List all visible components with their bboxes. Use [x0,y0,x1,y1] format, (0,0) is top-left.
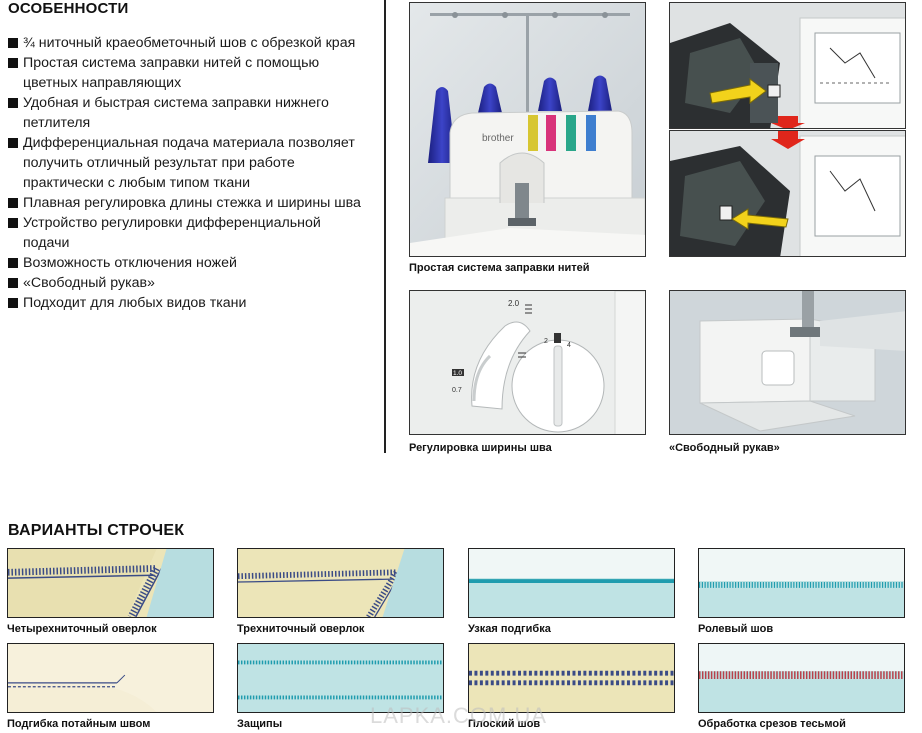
bullet-square-icon [8,198,18,208]
stitch-swatch-pintucks [237,643,444,713]
stitch-swatch-blind-hem [7,643,214,713]
stitch-caption: Плоский шов [468,718,541,730]
vertical-divider [384,0,386,453]
stitch-caption: Трехниточный оверлок [237,623,365,635]
threading-caption: Простая система заправки нитей [409,262,590,274]
width-caption: Регулировка ширины шва [409,442,552,454]
bullet-square-icon [8,298,18,308]
stitch-caption: Подгибка потайным швом [7,718,151,730]
stitch-swatch-narrow-hem [468,548,675,618]
bullet-square-icon [8,278,18,288]
stitch-caption: Защипы [237,718,283,730]
stitch-caption: Ролевый шов [698,623,774,635]
dial-label: 2 [544,338,548,345]
red-down-arrow-icon [771,131,805,149]
freearm-caption: «Свободный рукав» [669,442,780,454]
bullet-square-icon [8,258,18,268]
bullet-square-icon [8,98,18,108]
features-heading: ОСОБЕННОСТИ [8,0,129,17]
bullet-square-icon [8,58,18,68]
feature-item: Простая система заправки нитей с помощью… [8,53,368,93]
feature-item: Удобная и быстрая система заправки нижне… [8,93,368,133]
bullet-square-icon [8,138,18,148]
feature-item: Плавная регулировка длины стежка и ширин… [8,193,368,213]
stitch-swatch-tape-binding [698,643,905,713]
feature-item: Дифференциальная подача материала позвол… [8,133,368,193]
stitch-swatch-four-thread [7,548,214,618]
features-list: ¾ ниточный краеобметочный шов с обрезкой… [8,33,368,313]
stitch-swatch-rolled-hem [698,548,905,618]
stitches-heading: ВАРИАНТЫ СТРОЧЕК [8,522,185,539]
feature-item: ¾ ниточный краеобметочный шов с обрезкой… [8,33,368,53]
brand-label: brother [482,133,514,144]
threading-closeup-photo-top [669,2,906,129]
dial-label: 4 [567,342,571,349]
feature-item: Возможность отключения ножей [8,253,368,273]
red-down-arrow-icon [771,116,805,128]
overlock-machine-photo: brother [409,2,646,257]
stitch-caption: Узкая подгибка [468,623,551,635]
feature-item: «Свободный рукав» [8,273,368,293]
yellow-arrow-icon [731,208,789,230]
bullet-square-icon [8,38,18,48]
feature-item: Подходит для любых видов ткани [8,293,368,313]
stitch-swatch-flatlock [468,643,675,713]
dial-label: 1.0 [453,370,462,377]
stitch-caption: Обработка срезов тесьмой [698,718,846,730]
bullet-square-icon [8,218,18,228]
free-arm-photo [669,290,906,435]
dial-label: 2.0 [508,299,520,308]
stitch-swatch-three-thread [237,548,444,618]
stitch-caption: Четырехниточный оверлок [7,623,157,635]
feature-item: Устройство регулировки дифференциальной … [8,213,368,253]
yellow-arrow-icon [709,78,767,104]
width-dial-photo: 2.0 1.0 0.7 2 4 [409,290,646,435]
threading-closeup-photo-bottom [669,130,906,257]
watermark: LAPKA.COM.UA [370,703,548,728]
dial-label: 0.7 [452,387,462,394]
